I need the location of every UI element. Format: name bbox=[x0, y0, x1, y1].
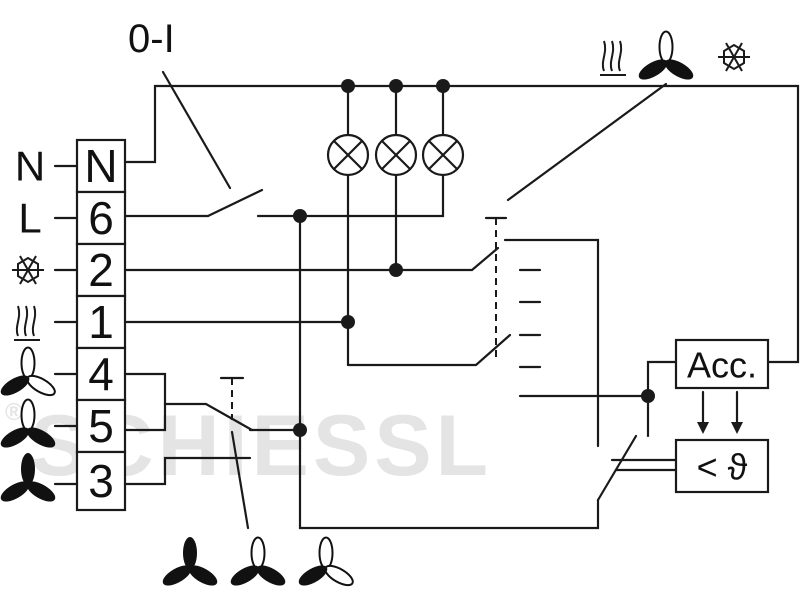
lamp-icon bbox=[374, 133, 418, 177]
terminal-box-N bbox=[75, 138, 127, 194]
terminal-stubs bbox=[53, 164, 79, 486]
terminal-label: 4 bbox=[88, 348, 114, 400]
watermark-registered-symbol: ® bbox=[5, 399, 23, 426]
thermostat-box bbox=[674, 438, 770, 494]
fan-low-icon bbox=[294, 536, 357, 591]
lamp-icon bbox=[421, 133, 465, 177]
terminal-strip: N 6 2 1 4 5 3 bbox=[75, 138, 127, 512]
live-label: L bbox=[18, 195, 41, 242]
accessory-label: Acc. bbox=[687, 345, 757, 386]
terminal-box-6 bbox=[75, 190, 127, 246]
heating-icon bbox=[13, 305, 41, 341]
snowflake-icon bbox=[11, 255, 45, 285]
thermostat-label: < ϑ bbox=[697, 447, 748, 488]
fan-high-icon bbox=[159, 537, 221, 590]
snowflake-icon bbox=[717, 42, 751, 72]
neutral-label: N bbox=[15, 143, 45, 190]
terminal-label: 5 bbox=[88, 400, 114, 452]
terminal-label: 3 bbox=[88, 455, 114, 507]
fan-low-icon bbox=[0, 346, 59, 401]
terminal-label: 2 bbox=[88, 244, 114, 296]
terminal-label: N bbox=[84, 140, 117, 192]
lamp-icon bbox=[326, 133, 370, 177]
terminal-box-3 bbox=[75, 450, 127, 512]
junction-dots bbox=[293, 79, 655, 437]
terminal-label: 6 bbox=[88, 192, 114, 244]
accessory-box bbox=[674, 338, 770, 390]
heating-icon bbox=[599, 40, 627, 76]
main-switch-label: 0-I bbox=[128, 17, 175, 61]
wiring bbox=[123, 70, 800, 530]
fan-medium-icon bbox=[226, 536, 290, 591]
indicator-lamps bbox=[326, 133, 465, 177]
fan-icon bbox=[634, 30, 698, 85]
terminal-label: 1 bbox=[88, 296, 114, 348]
